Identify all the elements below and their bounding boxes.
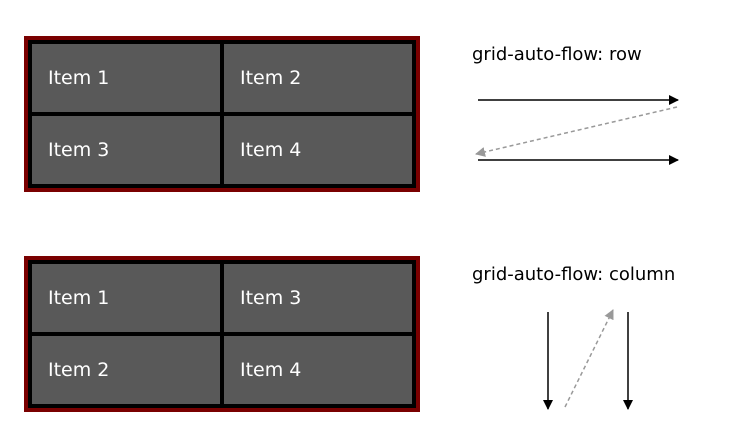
row-flow-caption: grid-auto-flow: row [472,44,642,65]
grid-item: Item 3 [224,264,412,332]
grid-auto-flow-column-example: Item 1 Item 3 Item 2 Item 4 [24,256,420,412]
column-flow-caption: grid-auto-flow: column [472,264,676,285]
grid-item: Item 1 [32,264,220,332]
grid-item: Item 2 [32,336,220,404]
grid-item: Item 3 [32,116,220,184]
row-return-arrow-dashed [475,106,678,157]
grid-item: Item 4 [224,116,412,184]
column-return-arrow-dashed [564,309,614,408]
grid-item: Item 4 [224,336,412,404]
grid-item: Item 2 [224,44,412,112]
grid-item: Item 1 [32,44,220,112]
grid-auto-flow-row-example: Item 1 Item 2 Item 3 Item 4 [24,36,420,192]
